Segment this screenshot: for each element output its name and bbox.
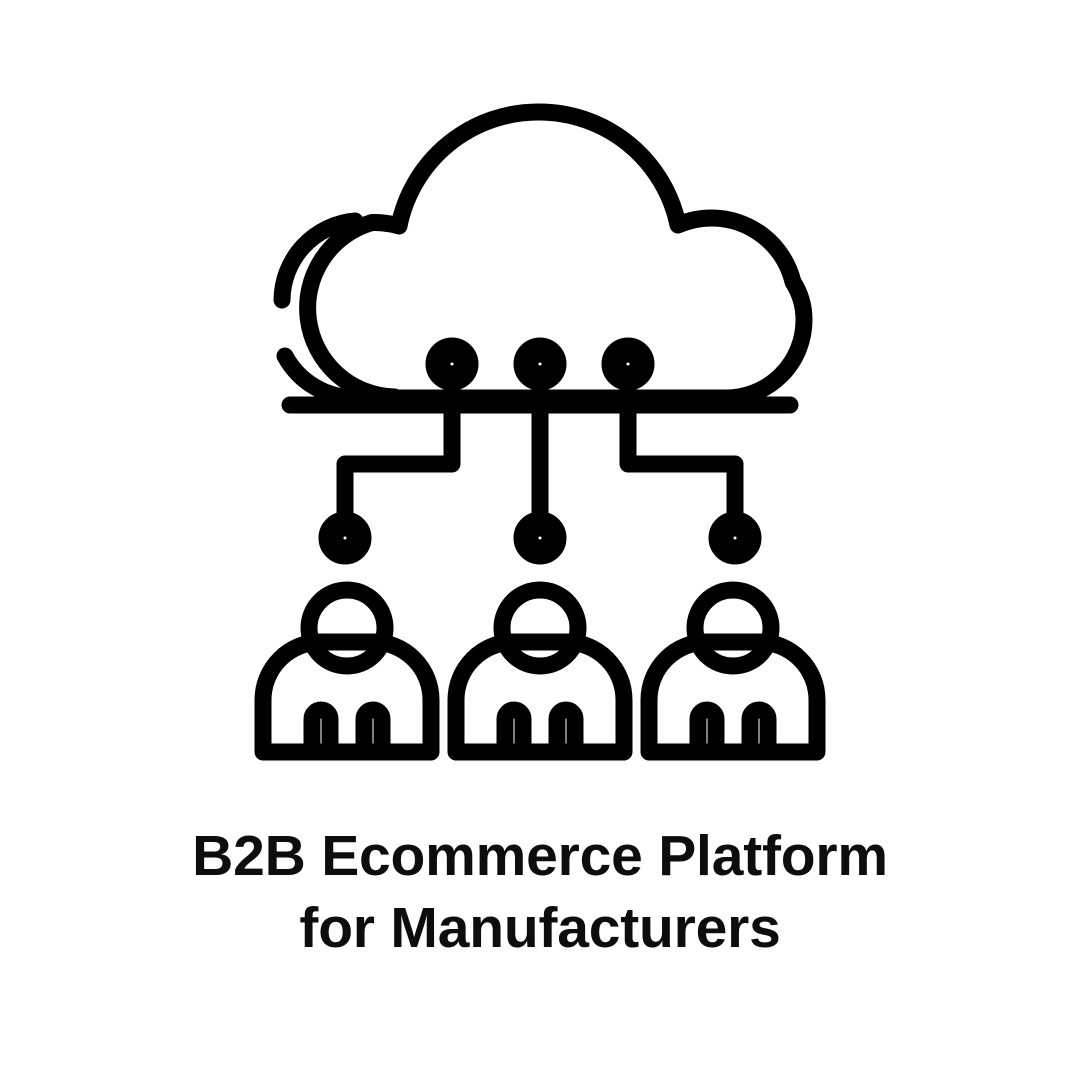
person-figure-3 bbox=[640, 581, 826, 761]
user-port-node-2-core bbox=[524, 522, 556, 554]
cloud-port-node-3-core bbox=[612, 348, 644, 380]
person-2-leg-left bbox=[496, 701, 532, 761]
user-port-nodes bbox=[318, 511, 762, 565]
person-2-body-icon bbox=[447, 633, 633, 761]
trace-branch-right bbox=[619, 396, 744, 529]
person-3-leg-left bbox=[689, 701, 725, 761]
person-3-leg-right bbox=[741, 701, 777, 761]
user-port-node-2 bbox=[513, 511, 567, 565]
user-port-node-1-core bbox=[329, 522, 361, 554]
illustration-svg bbox=[254, 103, 826, 761]
person-3-body-icon bbox=[640, 633, 826, 761]
person-figure-2 bbox=[447, 581, 633, 761]
person-1-leg-right bbox=[355, 701, 391, 761]
person-figure-1 bbox=[254, 581, 440, 761]
cloud-port-node-2-core bbox=[524, 348, 556, 380]
cloud-connected-users-illustration bbox=[254, 103, 826, 761]
cloud-port-node-1-core bbox=[436, 348, 468, 380]
user-port-node-3-core bbox=[719, 522, 751, 554]
trace-branch-left bbox=[336, 396, 461, 529]
cloud-outline-path bbox=[276, 103, 813, 407]
person-1-body-icon bbox=[254, 633, 440, 761]
cloud-port-nodes bbox=[425, 337, 655, 391]
user-port-node-3 bbox=[708, 511, 762, 565]
person-2-head-icon bbox=[493, 581, 587, 675]
caption-block: B2B Ecommerce Platform for Manufacturers bbox=[0, 820, 1080, 964]
cloud-port-node-2 bbox=[513, 337, 567, 391]
person-3-head-icon bbox=[686, 581, 780, 675]
cloud-port-node-1 bbox=[425, 337, 479, 391]
person-1-head-icon bbox=[300, 581, 394, 675]
cloud-outline-left-arc bbox=[273, 212, 364, 309]
user-port-node-1 bbox=[318, 511, 372, 565]
caption-line-1: B2B Ecommerce Platform bbox=[192, 824, 888, 888]
caption-line-2: for Manufacturers bbox=[299, 896, 781, 960]
person-1-leg-left bbox=[303, 701, 339, 761]
cloud-port-node-3 bbox=[601, 337, 655, 391]
person-2-leg-right bbox=[548, 701, 584, 761]
